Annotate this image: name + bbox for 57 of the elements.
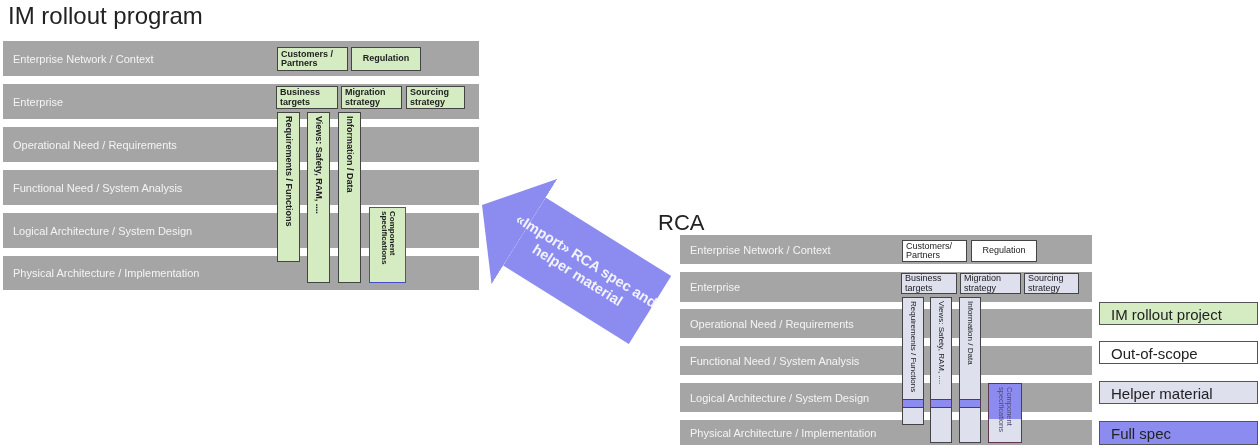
legend-item: Out-of-scope [1099, 341, 1258, 364]
artifact-box [971, 240, 1037, 262]
box-label: Customers / Partners [280, 48, 334, 70]
band-label: Functional Need / System Analysis [690, 354, 860, 367]
box-label: Regulation [981, 245, 1027, 257]
layer-band [680, 235, 1092, 264]
band-label: Enterprise [13, 95, 64, 108]
band-label: Enterprise Network / Context [690, 243, 831, 256]
box-label: Views: Safety, RAM, .... [936, 300, 947, 387]
legend-item: Helper material [1099, 381, 1258, 404]
band-label: Enterprise Network / Context [13, 52, 154, 65]
band-label: Operational Need / Requirements [13, 138, 177, 151]
artifact-column [930, 297, 952, 443]
layer-band [3, 41, 479, 76]
artifact-box [351, 47, 421, 71]
box-label: Migration strategy [963, 273, 1002, 294]
box-label: Information / Data [965, 300, 976, 367]
block-arrow [482, 178, 672, 344]
artifact-column [959, 297, 981, 443]
artifact-box [901, 273, 957, 294]
box-label: Sourcing strategy [1027, 273, 1065, 294]
band-label: Functional Need / System Analysis [13, 181, 183, 194]
box-label: Sourcing strategy [409, 87, 450, 108]
artifact-box [960, 273, 1021, 294]
box-label: Business targets [904, 273, 943, 294]
box-label: Customers/ Partners [905, 240, 953, 262]
box-label: Information / Data [344, 115, 356, 195]
artifact-box [406, 86, 465, 109]
legend-item: IM rollout project [1099, 302, 1258, 325]
artifact-box [341, 86, 402, 109]
artifact-column [988, 383, 1022, 443]
box-label: Requirements / Functions [283, 115, 295, 229]
box-label: Component specifications [378, 210, 397, 267]
artifact-box [1024, 273, 1079, 294]
band-label: Physical Architecture / Implementation [690, 426, 877, 439]
box-label: Regulation [361, 53, 411, 65]
artifact-box [276, 86, 338, 109]
panel-title: RCA [658, 210, 705, 236]
band-label: Logical Architecture / System Design [13, 224, 193, 237]
legend-item: Full spec [1099, 421, 1258, 445]
artifact-column [338, 112, 361, 283]
artifact-box [902, 240, 967, 262]
artifact-column [902, 297, 924, 425]
band-label: Physical Architecture / Implementation [13, 267, 200, 279]
box-label: Migration strategy [344, 87, 387, 108]
artifact-column [369, 207, 406, 283]
band-label: Logical Architecture / System Design [690, 391, 870, 404]
band-label: Enterprise [690, 281, 741, 293]
layer-band [680, 272, 1092, 302]
artifact-box [277, 47, 348, 71]
band-label: Operational Need / Requirements [690, 317, 854, 330]
box-label: Views: Safety, RAM, .... [313, 115, 325, 216]
box-label: Business targets [279, 87, 322, 108]
box-label: Requirements / Functions [908, 300, 919, 395]
artifact-column [277, 112, 300, 262]
panel-title: IM rollout program [8, 2, 203, 30]
artifact-column [307, 112, 330, 283]
